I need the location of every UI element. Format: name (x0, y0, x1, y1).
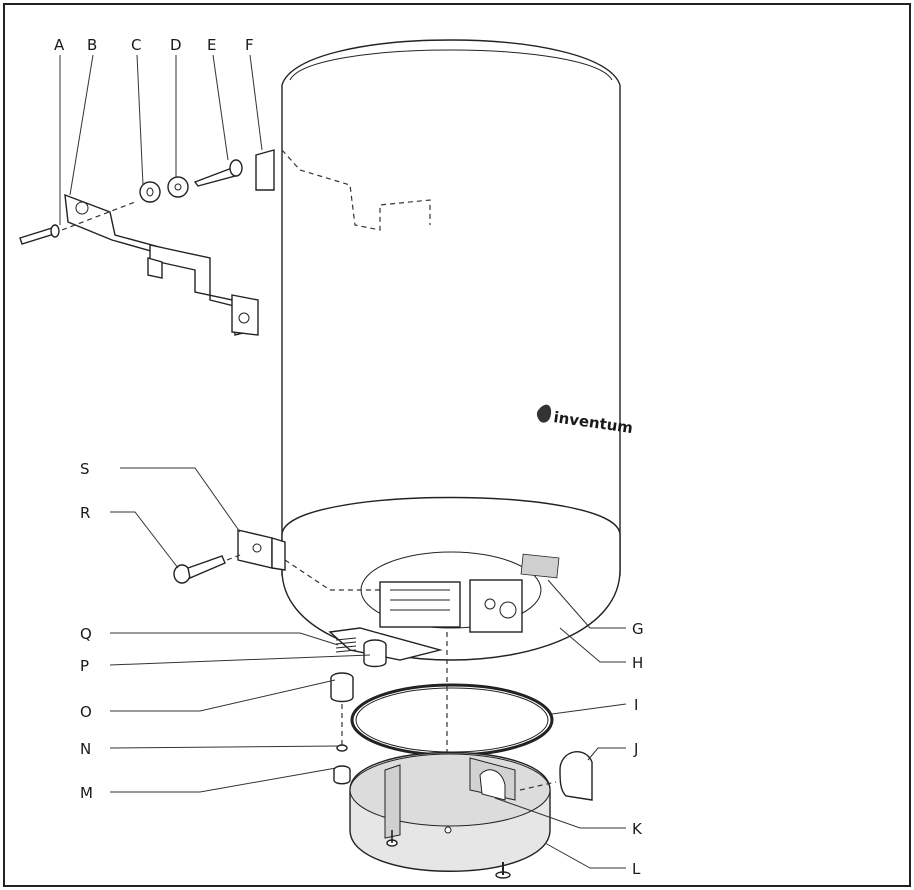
label-h: H (632, 654, 643, 672)
label-e: E (207, 36, 216, 54)
spring-q-part (335, 637, 357, 653)
label-l: L (632, 860, 641, 878)
wall-bracket (64, 193, 259, 336)
label-k: K (632, 820, 643, 838)
label-m: M (80, 784, 93, 802)
nut-m-part (333, 765, 351, 785)
leader-e (212, 54, 229, 161)
gasket-ring (350, 683, 554, 757)
nipple-p-part (363, 639, 387, 668)
bottom-cover (349, 751, 551, 872)
label-o: O (80, 703, 92, 721)
label-p: P (80, 657, 89, 675)
screw-e-part (193, 159, 243, 187)
screw-a-part (19, 224, 60, 245)
water-heater-tank (281, 39, 621, 661)
washer-c-part (139, 181, 161, 203)
bracket-hole (75, 201, 89, 215)
leader-j (587, 747, 626, 761)
label-g: G (632, 620, 644, 638)
leader-r (110, 511, 179, 569)
label-s: S (80, 460, 90, 478)
label-a: A (54, 36, 65, 54)
washer-d-part (167, 176, 189, 198)
bottom-bracket (237, 529, 286, 571)
leader-l (544, 842, 626, 869)
leader-k (494, 797, 626, 829)
leader-g (547, 579, 626, 629)
label-i: I (634, 696, 638, 714)
part-labels: A B C D E F S R Q P O N M G H I J K L (54, 36, 644, 878)
drop-icon (536, 404, 552, 423)
label-n: N (80, 740, 91, 758)
leader-b (69, 54, 94, 196)
screw-r-part (173, 554, 241, 584)
cover-screw-top (386, 830, 398, 847)
leader-o (110, 679, 336, 712)
diagram-frame (3, 3, 911, 887)
knob-j-part (519, 751, 593, 801)
tank-hook-f-part (255, 149, 275, 191)
leader-s (120, 467, 241, 533)
label-r: R (80, 504, 90, 522)
leader-m (110, 767, 337, 793)
label-f: F (245, 36, 254, 54)
label-d: D (170, 36, 182, 54)
washer-n-part (336, 744, 348, 752)
label-j: J (633, 740, 638, 758)
label-b: B (87, 36, 97, 54)
cover-screw-bottom (495, 862, 511, 879)
label-q: Q (80, 625, 92, 643)
leader-q (110, 632, 339, 646)
nipple-o-part (330, 672, 354, 703)
leader-i (551, 703, 627, 715)
leader-n (109, 745, 339, 749)
leader-p (109, 654, 371, 666)
element-assembly (379, 579, 523, 633)
label-c: C (131, 36, 141, 54)
leader-lines (59, 54, 627, 869)
leader-c (136, 54, 144, 186)
leader-h (559, 627, 626, 663)
rating-plate (520, 553, 560, 579)
leader-f (249, 54, 263, 151)
